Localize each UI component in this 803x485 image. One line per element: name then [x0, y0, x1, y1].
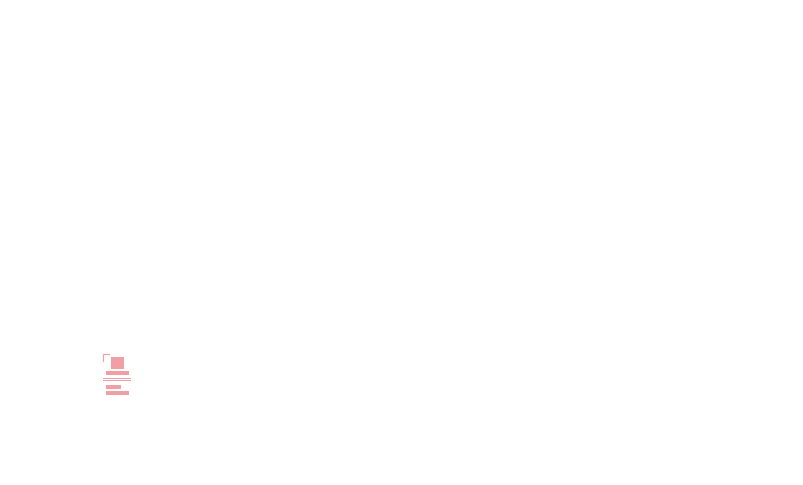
corner-bracket [102, 353, 110, 362]
text-bar [106, 385, 121, 389]
text-bar [106, 391, 129, 395]
document-layout-icon [102, 353, 131, 395]
image-block [111, 357, 124, 369]
text-bar [106, 371, 129, 375]
divider-line [103, 380, 131, 381]
divider-line [103, 378, 131, 379]
